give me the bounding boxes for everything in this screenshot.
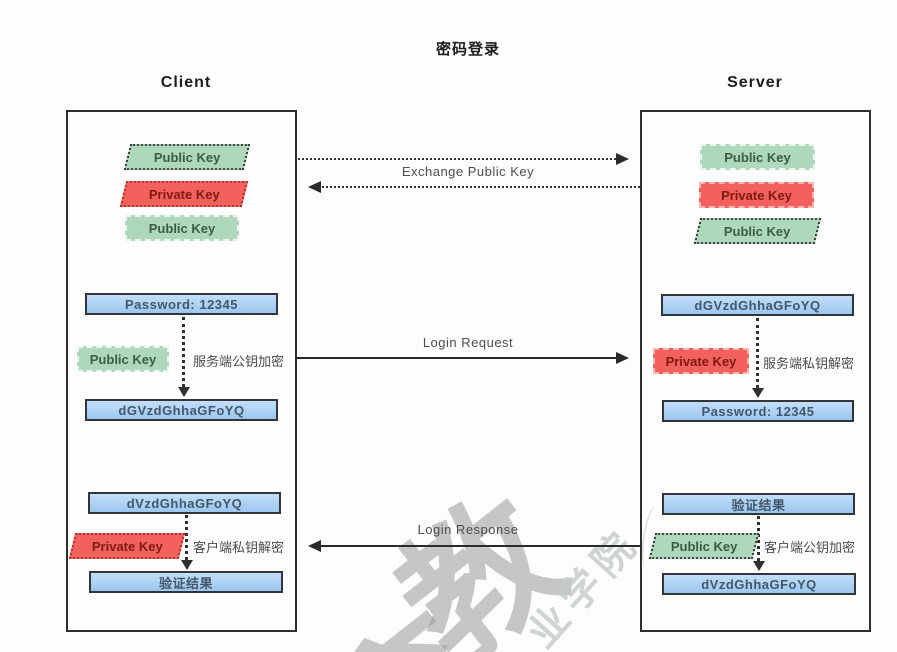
server-encrypt-key-label: Public Key <box>670 538 738 554</box>
server-received-key-label: Public Key <box>724 223 791 239</box>
client-decrypt-note: 客户端私钥解密 <box>193 540 285 555</box>
watermark-glyph-2: 育 <box>277 559 529 652</box>
server-heading: Server <box>727 74 783 91</box>
server-decrypt-key-chip: Private Key <box>653 348 749 374</box>
exchange-arrow-to-client <box>308 181 640 193</box>
server-decrypt-note: 服务端私钥解密 <box>763 356 855 371</box>
server-encrypt-key-chip: Public Key <box>648 533 760 559</box>
client-heading: Client <box>160 74 212 91</box>
client-response-ciphertext-box: dVzdGhhaGFoYQ <box>88 492 281 514</box>
client-received-key-label: Public Key <box>148 220 216 236</box>
server-public-key-chip: Public Key <box>700 144 815 170</box>
diagram-title: 密码登录 <box>435 41 500 58</box>
client-ciphertext-box: dGVzdGhhaGFoYQ <box>85 399 278 421</box>
login-request-arrow <box>295 352 629 364</box>
server-encrypt-arrow <box>753 516 765 571</box>
client-password-box: Password: 12345 <box>85 293 278 315</box>
client-public-key-chip: Public Key <box>123 144 251 170</box>
client-decrypt-key-label: Private Key <box>91 538 163 554</box>
client-received-server-public-key-chip: Public Key <box>125 215 239 241</box>
client-encrypt-key-chip: Public Key <box>77 346 169 372</box>
server-public-key-label: Public Key <box>724 149 791 165</box>
server-encrypt-note: 客户端公钥加密 <box>764 540 856 555</box>
client-result-box: 验证结果 <box>89 571 283 593</box>
exchange-arrow-to-server <box>295 153 629 165</box>
exchange-label: Exchange Public Key <box>401 164 535 179</box>
client-encrypt-key-label: Public Key <box>89 351 157 367</box>
client-private-key-chip: Private Key <box>119 181 249 207</box>
server-private-key-label: Private Key <box>721 187 792 203</box>
server-result-box: 验证结果 <box>662 493 855 515</box>
server-received-client-public-key-chip: Public Key <box>693 218 822 244</box>
server-received-ciphertext-box: dGVzdGhhaGFoYQ <box>661 294 854 316</box>
client-encrypt-note: 服务端公钥加密 <box>193 354 285 369</box>
server-decrypt-key-label: Private Key <box>665 353 737 369</box>
server-decrypt-arrow <box>752 318 764 398</box>
login-request-label: Login Request <box>422 335 514 350</box>
client-public-key-label: Public Key <box>153 149 221 165</box>
client-encrypt-arrow <box>178 317 190 397</box>
client-private-key-label: Private Key <box>148 186 220 202</box>
server-response-ciphertext-box: dVzdGhhaGFoYQ <box>662 573 856 595</box>
client-decrypt-key-chip: Private Key <box>68 533 186 559</box>
login-response-label: Login Response <box>417 522 519 537</box>
login-response-arrow <box>308 540 640 552</box>
server-private-key-chip: Private Key <box>699 182 814 208</box>
client-decrypt-arrow <box>181 515 193 570</box>
server-password-box: Password: 12345 <box>662 400 854 422</box>
